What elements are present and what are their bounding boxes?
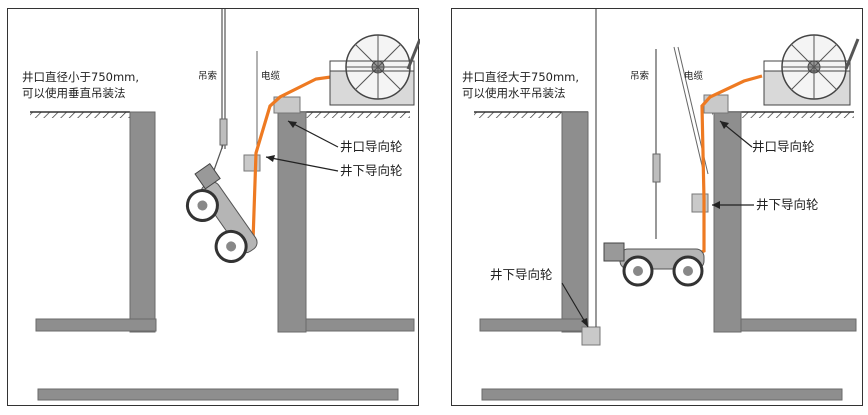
ground-left (474, 112, 588, 118)
bottom-guide-pulley (243, 154, 261, 172)
bottom-left-guide-pulley (581, 326, 601, 346)
orange-cable (251, 74, 339, 242)
caption-line-2: 可以使用垂直吊装法 (22, 86, 126, 100)
label-mid-pulley: 井下导向轮 (756, 197, 819, 212)
label-top-pulley: 井口导向轮 (340, 139, 403, 154)
rope-weight (652, 153, 661, 183)
label-bottom-pulley: 井下导向轮 (490, 267, 553, 282)
rope-weight (219, 118, 228, 146)
left-shaft-wall (129, 111, 156, 333)
right-pipe-floor (740, 318, 857, 332)
caption-line-2: 可以使用水平吊装法 (462, 86, 566, 100)
ground-right (278, 112, 410, 118)
vertical-hoisting-panel: 井口直径小于750mm, 可以使用垂直吊装法 吊索 电缆 井口导向轮 井下导向轮 (7, 8, 420, 406)
label-top-pulley: 井口导向轮 (752, 139, 815, 154)
right-shaft-wall (277, 111, 307, 333)
arrow-top-pulley (287, 120, 339, 148)
left-shaft-wall (561, 111, 589, 333)
ground-left (30, 112, 130, 118)
arrow-bottom-pulley (561, 282, 589, 328)
bottom-pipe (37, 388, 399, 401)
right-pipe-floor (305, 318, 415, 332)
cable-reel-machine (329, 34, 420, 106)
horizontal-hoisting-diagram: 井口直径大于750mm, 可以使用水平吊装法 吊索 电缆 井口导向轮 井下导向轮… (462, 9, 860, 401)
orange-cable (689, 74, 763, 259)
label-cable: 电缆 (261, 70, 281, 82)
label-cable: 电缆 (684, 70, 704, 82)
bottom-pipe (481, 388, 843, 401)
top-guide-pulley (273, 96, 301, 114)
caption-line-1: 井口直径小于750mm, (22, 70, 139, 84)
label-rope: 吊索 (198, 70, 217, 82)
vertical-hoisting-diagram: 井口直径小于750mm, 可以使用垂直吊装法 吊索 电缆 井口导向轮 井下导向轮 (22, 9, 420, 401)
crawler-robot (185, 163, 258, 263)
left-pipe-floor (35, 318, 157, 332)
mid-guide-pulley (691, 193, 709, 213)
caption-line-1: 井口直径大于750mm, (462, 70, 579, 84)
right-shaft-wall (713, 111, 742, 333)
arrow-bottom-pulley (265, 156, 339, 172)
left-pipe-floor (479, 318, 589, 332)
label-bottom-pulley: 井下导向轮 (340, 163, 403, 178)
horizontal-hoisting-panel: 井口直径大于750mm, 可以使用水平吊装法 吊索 电缆 井口导向轮 井下导向轮… (451, 8, 863, 406)
ground-right (712, 112, 854, 118)
label-rope: 吊索 (630, 70, 649, 82)
crawler-robot (603, 242, 705, 287)
cable-reel-machine (763, 34, 860, 106)
